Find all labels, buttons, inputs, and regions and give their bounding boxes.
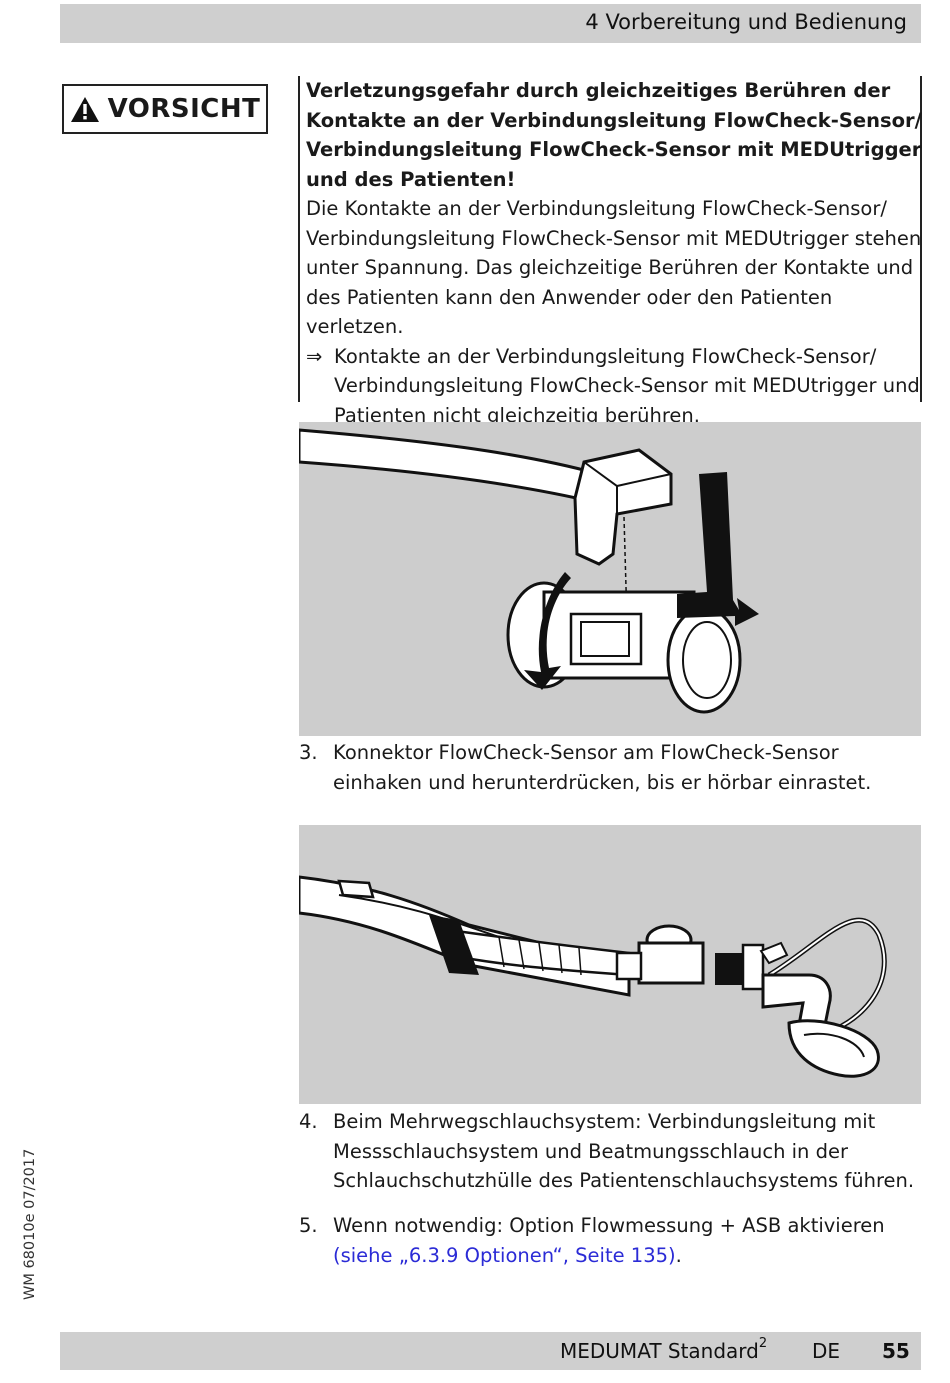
header-bar: 4 Vorbereitung und Bedienung <box>60 4 921 43</box>
warning-text: Die Kontakte an der Verbindungsleitung F… <box>306 197 922 338</box>
figure-connector-sensor <box>299 422 921 736</box>
action-arrow-icon: ⇒ <box>306 344 323 368</box>
warning-action: ⇒ Kontakte an der Verbindungsleitung Flo… <box>306 342 922 431</box>
page-number: 55 <box>882 1339 910 1363</box>
document-code: WM 68010e 07/2017 <box>22 1148 38 1300</box>
warning-triangle-icon <box>70 96 99 122</box>
step-number: 3. <box>299 741 318 764</box>
chapter-title: 4 Vorbereitung und Bedienung <box>585 10 907 34</box>
warning-badge: VORSICHT <box>62 84 268 134</box>
warning-action-text: Kontakte an der Verbindungsleitung FlowC… <box>334 344 920 427</box>
warning-title: Verletzungsgefahr durch gleichzeitiges B… <box>306 79 922 191</box>
warning-label: VORSICHT <box>107 94 261 124</box>
cross-reference-link[interactable]: (siehe „6.3.9 Optionen“, Seite 135) <box>333 1243 676 1267</box>
step-number: 4. <box>299 1110 318 1133</box>
product-superscript: 2 <box>758 1336 768 1352</box>
step-text: Wenn notwendig: Option Flowmessung + ASB… <box>333 1211 923 1270</box>
step-number: 5. <box>299 1214 318 1237</box>
step-text-tail: . <box>675 1243 682 1267</box>
step-text-main: Wenn notwendig: Option Flowmessung + ASB… <box>333 1214 885 1237</box>
language-code: DE <box>812 1339 841 1363</box>
step-text: Beim Mehrwegschlauchsystem: Verbindungsl… <box>333 1110 915 1192</box>
product-name-text: MEDUMAT Standard <box>560 1339 759 1363</box>
footer-bar: MEDUMAT Standard2 DE 55 <box>60 1332 921 1370</box>
warning-block: Verletzungsgefahr durch gleichzeitiges B… <box>298 76 922 427</box>
product-name: MEDUMAT Standard2 <box>560 1336 768 1363</box>
step-text: Konnektor FlowCheck-Sensor am FlowCheck-… <box>333 741 872 794</box>
figure-tube-system <box>299 825 921 1104</box>
